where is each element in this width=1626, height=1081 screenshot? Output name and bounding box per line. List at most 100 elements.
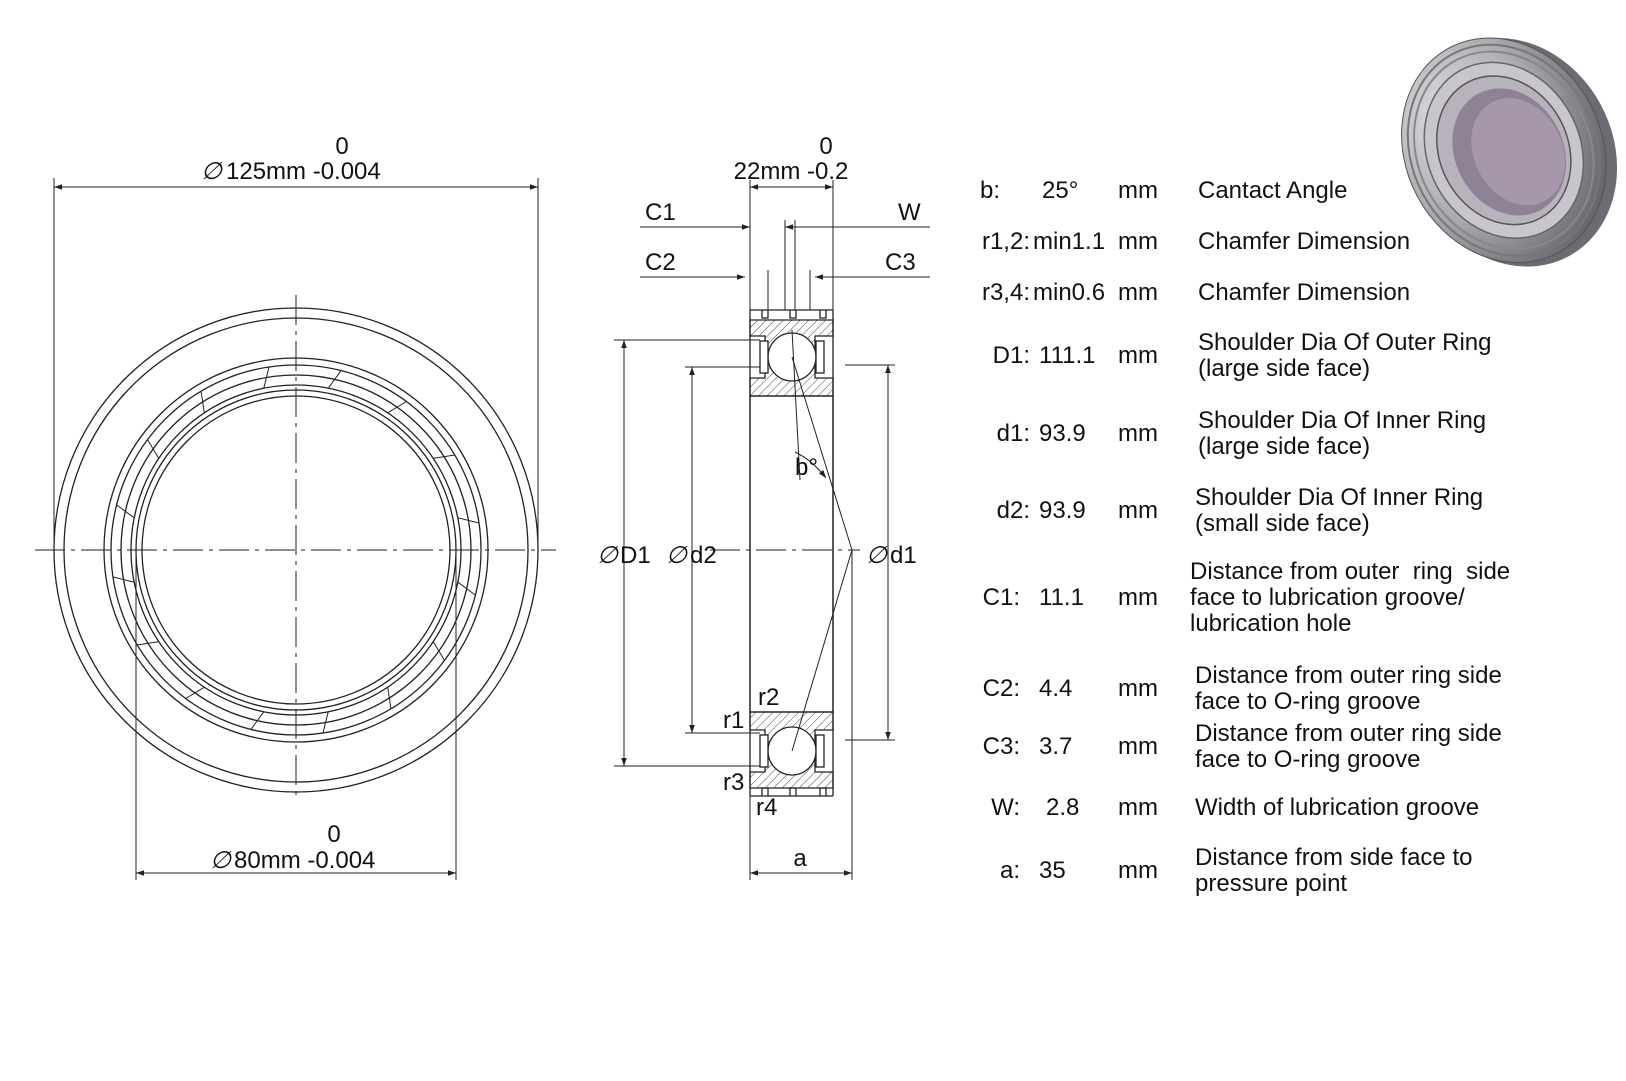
spec-description: Distance from outer ring side bbox=[1195, 720, 1502, 747]
label-c3: C3 bbox=[885, 249, 916, 276]
cage-segment bbox=[147, 439, 160, 459]
spec-unit: mm bbox=[1118, 733, 1158, 760]
cage-segment bbox=[116, 504, 135, 519]
spec-description: Cantact Angle bbox=[1198, 177, 1348, 204]
cage-segment bbox=[112, 576, 135, 583]
spec-description: (small side face) bbox=[1195, 510, 1370, 537]
spec-unit: mm bbox=[1118, 279, 1158, 306]
cage-segment bbox=[387, 687, 392, 709]
label-a: a bbox=[793, 845, 807, 872]
spec-description: (large side face) bbox=[1198, 433, 1371, 460]
spec-value: 111.1 bbox=[1039, 342, 1096, 369]
bottom-cage-left bbox=[759, 734, 769, 768]
label-r3: r3 bbox=[723, 769, 744, 796]
angle-arc bbox=[794, 451, 827, 479]
spec-description: Distance from side face to bbox=[1195, 844, 1473, 871]
spec-label: b: bbox=[979, 177, 1000, 204]
spec-unit: mm bbox=[1118, 584, 1158, 611]
spec-description: lubrication hole bbox=[1190, 610, 1352, 637]
spec-label: W: bbox=[991, 794, 1020, 821]
cage-segments bbox=[112, 366, 480, 734]
contact-line-bottom bbox=[791, 549, 853, 752]
render-groove-1 bbox=[1406, 43, 1601, 257]
label-r2: r2 bbox=[758, 684, 779, 711]
spec-unit: mm bbox=[1118, 228, 1158, 255]
inner-dim-main: 80mm -0.004 bbox=[234, 847, 375, 874]
spec-description: face to lubrication groove/ bbox=[1190, 584, 1465, 611]
cage-segment bbox=[387, 401, 407, 414]
spec-unit: mm bbox=[1118, 675, 1158, 702]
label-r1: r1 bbox=[723, 707, 744, 734]
spec-label: r3,4: bbox=[981, 279, 1030, 306]
spec-value: min0.6 bbox=[1033, 279, 1106, 306]
width-dim-main: 22mm -0.2 bbox=[734, 158, 849, 185]
section-view-text: 0 22mm -0.2 C1 W C2 C3 ∅ D1 ∅ d2 ∅ d1 b°… bbox=[597, 133, 921, 872]
inner-dim-upper: 0 bbox=[327, 821, 340, 848]
diameter-symbol: ∅ bbox=[210, 847, 232, 874]
cage-segment bbox=[432, 641, 445, 661]
spec-description: (large side face) bbox=[1198, 355, 1371, 382]
spec-label: C1: bbox=[982, 584, 1020, 611]
spec-value: 25° bbox=[1042, 177, 1079, 204]
spec-description: Chamfer Dimension bbox=[1198, 279, 1411, 306]
spec-unit: mm bbox=[1118, 794, 1158, 821]
front-view-dimension-text: 0 ∅ 125mm -0.004 0 ∅ 80mm -0.004 bbox=[201, 133, 381, 874]
spec-value: min1.1 bbox=[1033, 228, 1106, 255]
spec-description: Width of lubrication groove bbox=[1195, 794, 1480, 821]
ball-axis-line bbox=[791, 329, 801, 481]
spec-value: 93.9 bbox=[1039, 420, 1086, 447]
cage-segment bbox=[200, 391, 205, 413]
cage-segment bbox=[433, 454, 455, 459]
label-b: b° bbox=[795, 454, 818, 481]
diameter-symbol: ∅ bbox=[201, 158, 223, 185]
label-D1: D1 bbox=[620, 542, 651, 569]
spec-label: C2: bbox=[982, 675, 1020, 702]
width-dim-upper: 0 bbox=[819, 133, 832, 160]
spec-value: 2.8 bbox=[1046, 794, 1080, 821]
top-grooves bbox=[761, 310, 827, 319]
diameter-symbol: ∅ bbox=[597, 542, 619, 569]
spec-label: r1,2: bbox=[981, 228, 1030, 255]
cage-segment bbox=[457, 517, 480, 524]
cage-segment bbox=[457, 581, 476, 596]
spec-description: pressure point bbox=[1195, 870, 1348, 897]
spec-value: 35 bbox=[1039, 857, 1066, 884]
spec-label: C3: bbox=[982, 733, 1020, 760]
bottom-cage-right bbox=[815, 734, 825, 768]
bearing-3d-render bbox=[1401, 37, 1618, 267]
spec-label: d1: bbox=[996, 420, 1030, 447]
top-cage-left bbox=[759, 340, 769, 374]
render-groove-2 bbox=[1413, 50, 1595, 250]
spec-description: Distance from outer ring side bbox=[1195, 662, 1502, 689]
spec-unit: mm bbox=[1118, 177, 1158, 204]
spec-value: 11.1 bbox=[1039, 584, 1084, 611]
label-d1: d1 bbox=[890, 542, 917, 569]
spec-value: 93.9 bbox=[1039, 497, 1086, 524]
label-c2: C2 bbox=[645, 249, 676, 276]
spec-unit: mm bbox=[1118, 497, 1158, 524]
spec-label: D1: bbox=[992, 342, 1030, 369]
cage-segment bbox=[263, 366, 270, 389]
outer-dim-main: 125mm -0.004 bbox=[226, 158, 381, 185]
diameter-symbol: ∅ bbox=[866, 542, 888, 569]
label-d2: d2 bbox=[690, 542, 717, 569]
contact-line-top bbox=[791, 356, 853, 551]
spec-description: Shoulder Dia Of Outer Ring bbox=[1198, 329, 1492, 356]
label-w: W bbox=[898, 199, 921, 226]
spec-label: d2: bbox=[996, 497, 1030, 524]
spec-description: Distance from outer ring side bbox=[1190, 558, 1511, 585]
cage-segment bbox=[185, 686, 205, 699]
cage-segment bbox=[250, 711, 265, 730]
front-view bbox=[35, 178, 556, 880]
cage-segment bbox=[327, 370, 342, 389]
spec-description: Shoulder Dia Of Inner Ring bbox=[1198, 407, 1487, 434]
spec-value: 4.4 bbox=[1039, 675, 1073, 702]
outer-dim-upper: 0 bbox=[335, 133, 348, 160]
cage-segment bbox=[322, 711, 329, 734]
spec-value: 3.7 bbox=[1039, 733, 1073, 760]
spec-unit: mm bbox=[1118, 342, 1158, 369]
ring-bore-outline bbox=[749, 395, 834, 713]
spec-description: face to O-ring groove bbox=[1195, 746, 1421, 773]
spec-description: Shoulder Dia Of Inner Ring bbox=[1195, 484, 1484, 511]
